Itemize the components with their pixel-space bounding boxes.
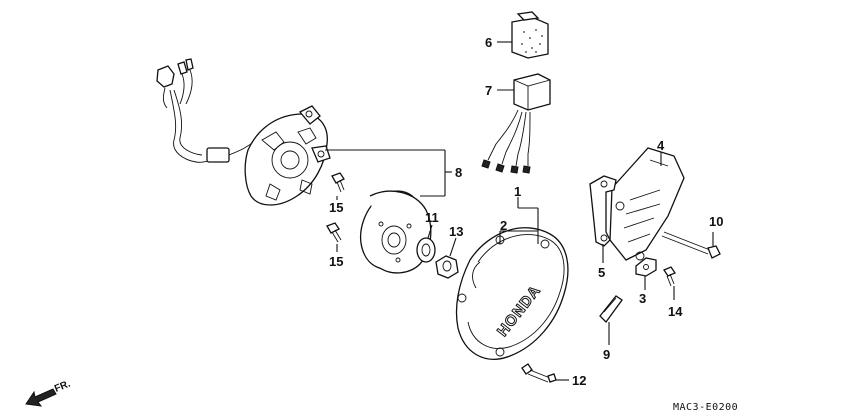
callout-1: 1 xyxy=(514,184,521,199)
front-label: FR. xyxy=(53,378,72,394)
bolt-14 xyxy=(663,266,676,287)
callout-8: 8 xyxy=(455,165,462,180)
part-5-bracket xyxy=(589,175,617,247)
flywheel-rotor xyxy=(360,190,432,274)
callout-11: 11 xyxy=(425,210,439,225)
drawing-code: MAC3-E0200 xyxy=(673,402,738,413)
callout-10: 10 xyxy=(709,214,723,229)
bolt-15-upper xyxy=(331,172,345,193)
callout-2: 2 xyxy=(500,218,507,233)
part-6-cap xyxy=(511,11,549,59)
bolt-10 xyxy=(661,231,721,259)
part-9-clip xyxy=(599,295,623,323)
callout-5: 5 xyxy=(598,265,605,280)
sprocket-guard xyxy=(609,147,685,261)
callout-13: 13 xyxy=(449,224,463,239)
bolt-12 xyxy=(521,363,557,383)
crankcase-cover: HONDA xyxy=(455,227,569,360)
callout-15-lower: 15 xyxy=(329,254,343,269)
leader-lines xyxy=(325,41,714,381)
bolt-15-lower xyxy=(326,222,342,243)
callout-15-upper: 15 xyxy=(329,200,343,215)
part-7-module xyxy=(481,73,551,174)
callout-6: 6 xyxy=(485,35,492,50)
callout-12: 12 xyxy=(572,373,586,388)
stator-assembly xyxy=(156,58,331,206)
callouts: 1 2 3 4 5 6 7 8 9 10 11 12 13 14 15 15 xyxy=(329,35,723,388)
nut-13 xyxy=(435,255,459,279)
callout-3: 3 xyxy=(639,291,646,306)
callout-7: 7 xyxy=(485,83,492,98)
callout-4: 4 xyxy=(657,138,665,153)
callout-14: 14 xyxy=(668,304,683,319)
front-arrow-icon xyxy=(25,388,57,407)
front-indicator: FR. xyxy=(25,378,72,407)
part-3-plate xyxy=(635,257,657,277)
washer-11 xyxy=(416,237,436,263)
callout-9: 9 xyxy=(603,347,610,362)
